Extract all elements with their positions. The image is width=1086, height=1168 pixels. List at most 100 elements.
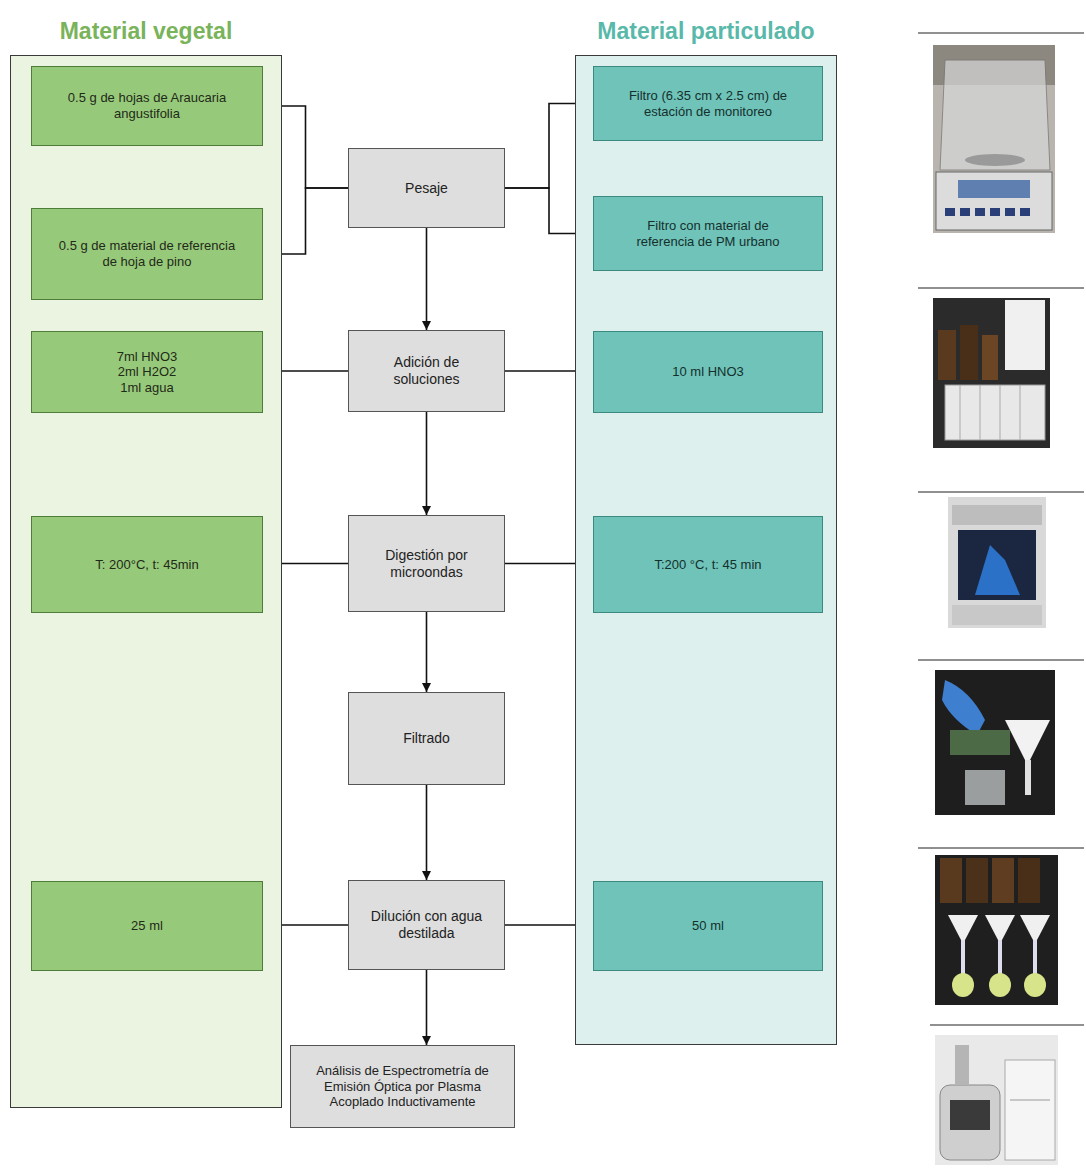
text-holder: 7ml HNO32ml H2O21ml agua xyxy=(117,349,178,396)
box-text: 0.5 g de material de referencia de hoja … xyxy=(52,238,242,269)
group-panel: Material particuladoFiltro (6.35 cm x 2.… xyxy=(575,55,837,1045)
reagents-photo xyxy=(933,298,1050,448)
reagent-bottle xyxy=(992,858,1014,903)
microwave-base xyxy=(952,605,1042,625)
photo-ground xyxy=(948,497,1046,628)
detail-box: T: 200°C, t: 45min xyxy=(31,516,263,613)
balance-body xyxy=(936,172,1052,230)
process-box: Análisis de Espectrometría de Emisión Óp… xyxy=(290,1045,515,1128)
detail-box: 7ml HNO32ml H2O21ml agua xyxy=(31,331,263,413)
process-box: Dilución con agua destilada xyxy=(348,880,505,970)
volumetric-flask xyxy=(952,973,974,997)
lab-coat xyxy=(1005,300,1045,370)
funnel-stem xyxy=(1025,760,1031,795)
detail-box: 0.5 g de hojas de Araucaria angustifolia xyxy=(31,66,263,146)
text-holder: 0.5 g de material de referencia de hoja … xyxy=(52,238,242,269)
rack-slot xyxy=(1020,385,1021,440)
reagent-bottle xyxy=(940,858,962,903)
balance-button xyxy=(1020,208,1030,216)
process-box: Digestión por microondas xyxy=(348,515,505,612)
text-holder: Pesaje xyxy=(405,180,448,197)
text-holder: Digestión por microondas xyxy=(372,547,482,581)
separator-line xyxy=(918,847,1084,848)
box-text: T: 200°C, t: 45min xyxy=(95,557,198,573)
panel-heading: Material particulado xyxy=(556,18,856,45)
separator-lines xyxy=(918,33,1084,1025)
text-holder: 0.5 g de hojas de Araucaria angustifolia xyxy=(52,90,242,121)
volumetric-flask xyxy=(1024,973,1046,997)
photo-ground xyxy=(935,1035,1058,1165)
flow-arrow xyxy=(426,228,428,330)
flow-arrow xyxy=(426,970,428,1045)
balance-display xyxy=(958,180,1030,198)
separator-line xyxy=(918,659,1084,660)
box-text: 0.5 g de hojas de Araucaria angustifolia xyxy=(52,90,242,121)
process-box: Filtrado xyxy=(348,692,505,785)
reagent-bottle xyxy=(938,330,956,380)
detail-box: Filtro (6.35 cm x 2.5 cm) de estación de… xyxy=(593,66,823,141)
separator-line xyxy=(918,287,1084,288)
glassware xyxy=(965,770,1005,805)
balance-button xyxy=(1005,208,1015,216)
photo-ground xyxy=(935,855,1058,1005)
flask-neck xyxy=(1033,940,1037,975)
text-holder: Adición de soluciones xyxy=(372,354,482,388)
box-text: 7ml HNO3 xyxy=(117,349,178,365)
box-text: Filtro (6.35 cm x 2.5 cm) de estación de… xyxy=(611,88,806,119)
separator-line xyxy=(930,1024,1084,1025)
balance-button xyxy=(975,208,985,216)
box-text: Dilución con agua destilada xyxy=(367,908,487,942)
detail-box: 50 ml xyxy=(593,881,823,971)
process-box: Adición de soluciones xyxy=(348,330,505,412)
box-text: T:200 °C, t: 45 min xyxy=(654,557,761,573)
text-holder: Filtro con material de referencia de PM … xyxy=(621,218,796,249)
panel-heading: Material vegetal xyxy=(0,18,301,45)
box-text: 1ml agua xyxy=(117,380,178,396)
flask-neck xyxy=(961,940,965,975)
text-holder: 50 ml xyxy=(692,918,724,934)
detail-box: T:200 °C, t: 45 min xyxy=(593,516,823,613)
detail-box: 0.5 g de material de referencia de hoja … xyxy=(31,208,263,300)
vessel-rack xyxy=(945,385,1045,440)
filtering-photo xyxy=(935,670,1055,815)
text-holder: Filtro (6.35 cm x 2.5 cm) de estación de… xyxy=(611,88,806,119)
circuit-board xyxy=(950,730,1010,755)
balance-button xyxy=(960,208,970,216)
flask-neck xyxy=(998,940,1002,975)
funnel xyxy=(948,915,978,940)
microwave-door xyxy=(958,530,1036,600)
text-holder: 25 ml xyxy=(131,918,163,934)
photo-ground xyxy=(935,670,1055,815)
box-text: Filtro con material de referencia de PM … xyxy=(621,218,796,249)
text-holder: T:200 °C, t: 45 min xyxy=(654,557,761,573)
sampler-rack xyxy=(1010,1100,1050,1101)
reagent-bottle xyxy=(966,858,988,903)
icp-photo xyxy=(935,1035,1058,1165)
box-text: Digestión por microondas xyxy=(372,547,482,581)
text-holder: Filtrado xyxy=(403,730,450,747)
autosampler xyxy=(1005,1060,1055,1160)
box-text: Adición de soluciones xyxy=(372,354,482,388)
flow-arrow xyxy=(426,412,428,515)
rack-slot xyxy=(1000,385,1001,440)
box-text: Análisis de Espectrometría de Emisión Óp… xyxy=(300,1063,505,1110)
box-text: 10 ml HNO3 xyxy=(672,364,744,380)
separator-line xyxy=(918,491,1084,492)
separator-line xyxy=(918,32,1084,33)
photo-ground xyxy=(933,45,1055,233)
flow-arrow xyxy=(426,612,428,692)
text-holder: 10 ml HNO3 xyxy=(672,364,744,380)
detail-box: Filtro con material de referencia de PM … xyxy=(593,196,823,271)
text-holder: T: 200°C, t: 45min xyxy=(95,557,198,573)
funnel xyxy=(985,915,1015,940)
draft-shield xyxy=(940,60,1050,170)
microwave-photo xyxy=(948,497,1046,628)
reagent-bottle xyxy=(960,325,978,380)
microwave-top xyxy=(952,505,1042,525)
balance-photo xyxy=(933,45,1055,233)
rack-slot xyxy=(960,385,961,440)
weighing-pan xyxy=(965,154,1025,166)
balance-button xyxy=(990,208,1000,216)
volumetric-flask xyxy=(989,973,1011,997)
